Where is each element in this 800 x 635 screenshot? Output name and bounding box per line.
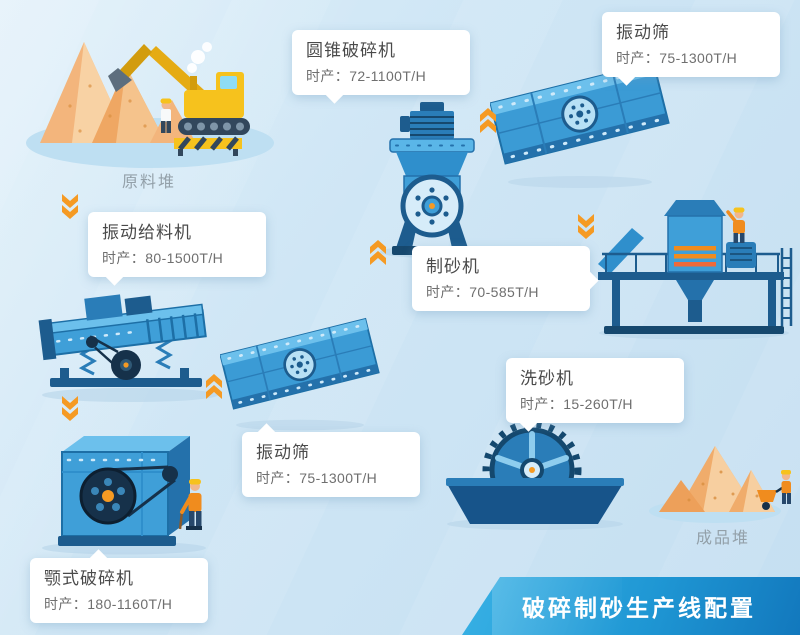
excavator-and-sand-piles-icon xyxy=(26,42,274,168)
jaw-crusher-icon xyxy=(42,436,206,555)
page-title: 破碎制砂生产线配置 xyxy=(522,595,756,621)
machine-capacity: 时产：75-1300T/H xyxy=(616,50,738,66)
machine-name: 颚式破碎机 xyxy=(44,569,134,588)
sand-piles-and-worker-icon xyxy=(649,446,791,523)
cone-crusher-illustration xyxy=(372,100,492,260)
label-card-vibrating-screen-mid: 振动筛 时产：75-1300T/H xyxy=(242,423,420,497)
machine-capacity: 时产：75-1300T/H xyxy=(256,470,378,486)
vibrating-feeder-icon xyxy=(38,294,218,402)
flow-arrow-up-icon xyxy=(368,238,388,265)
machine-name: 洗砂机 xyxy=(520,369,574,388)
label-card-vibrating-screen-top: 振动筛 时产：75-1300T/H xyxy=(602,12,780,86)
label-card-sand-maker: 制砂机 时产：70-585T/H xyxy=(412,246,599,311)
machine-name: 振动给料机 xyxy=(102,223,192,242)
product-pile-illustration xyxy=(645,424,795,524)
sand-maker-icon xyxy=(598,200,793,340)
product-pile-label: 成品堆 xyxy=(696,530,751,547)
sand-washer-illustration xyxy=(440,420,630,530)
sand-washer-icon xyxy=(446,420,624,530)
label-card-vibrating-feeder: 振动给料机 时产：80-1500T/H xyxy=(88,212,266,286)
vibrating-feeder-illustration xyxy=(30,272,225,402)
machine-capacity: 时产：70-585T/H xyxy=(426,284,539,300)
label-card-jaw-crusher: 颚式破碎机 时产：180-1160T/H xyxy=(30,549,208,623)
flow-arrow-down-icon xyxy=(60,396,80,423)
machine-capacity: 时产：80-1500T/H xyxy=(102,250,224,266)
jaw-crusher-illustration xyxy=(32,420,212,555)
sand-maker-illustration xyxy=(592,190,797,340)
flow-arrow-down-icon xyxy=(576,214,596,241)
vibrating-screen-icon xyxy=(220,317,380,431)
flow-arrow-down-icon xyxy=(60,194,80,221)
raw-pile-label: 原料堆 xyxy=(122,174,177,191)
title-banner: 破碎制砂生产线配置 xyxy=(462,577,800,635)
raw-material-pile-illustration xyxy=(20,6,280,174)
flow-arrow-up-icon xyxy=(204,372,224,399)
vibrating-screen-mid-illustration xyxy=(220,298,380,433)
machine-name: 振动筛 xyxy=(616,23,670,42)
machine-name: 振动筛 xyxy=(256,443,310,462)
label-card-cone-crusher: 圆锥破碎机 时产：72-1100T/H xyxy=(292,30,470,104)
flow-arrow-up-icon xyxy=(478,106,498,133)
label-card-sand-washer: 洗砂机 时产：15-260T/H xyxy=(506,358,684,432)
machine-name: 制砂机 xyxy=(426,257,480,276)
machine-capacity: 时产：72-1100T/H xyxy=(306,68,427,84)
machine-capacity: 时产：15-260T/H xyxy=(520,396,633,412)
machine-capacity: 时产：180-1160T/H xyxy=(44,596,173,612)
machine-name: 圆锥破碎机 xyxy=(306,41,396,60)
card-pointer xyxy=(325,85,344,104)
cone-crusher-icon xyxy=(380,102,484,258)
